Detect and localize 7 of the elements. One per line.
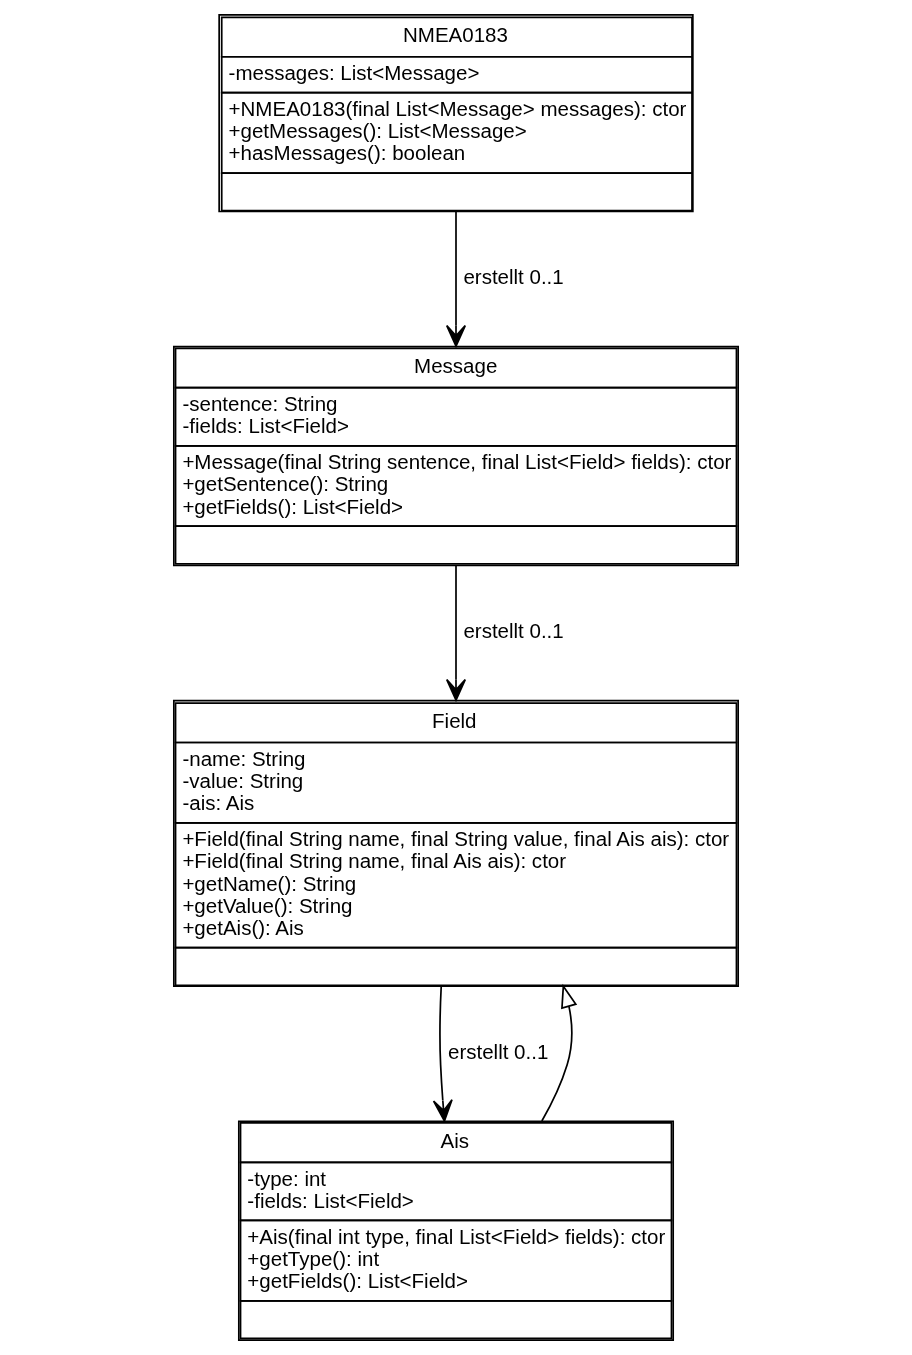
edge-label: erstellt 0..1 xyxy=(448,1040,549,1064)
edge-label: erstellt 0..1 xyxy=(463,265,564,289)
edge-label: erstellt 0..1 xyxy=(463,619,564,643)
arrow xyxy=(445,564,467,701)
arrow xyxy=(445,210,467,347)
arrow xyxy=(432,985,453,1122)
arrow xyxy=(541,983,578,1122)
